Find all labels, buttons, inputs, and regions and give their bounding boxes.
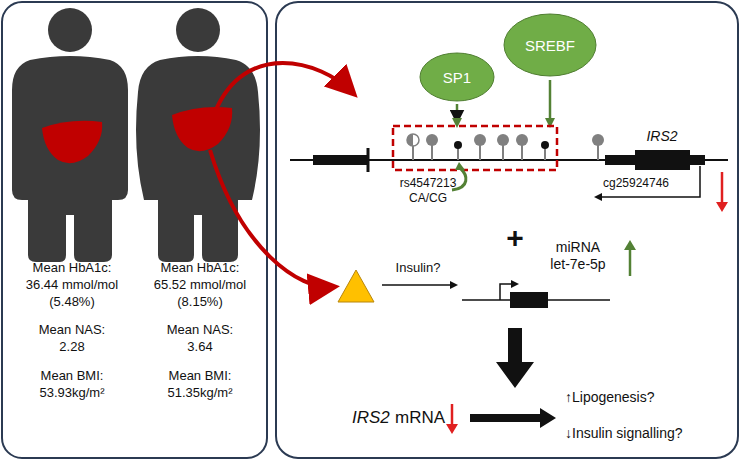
left-panel <box>2 2 267 458</box>
cpg-site <box>497 134 509 146</box>
decrease-arrow <box>721 172 724 204</box>
mirna-exon <box>510 292 548 308</box>
cpg-sites <box>413 143 598 160</box>
exon-end <box>367 148 370 172</box>
result-arrow <box>496 328 534 388</box>
cpg-site <box>516 134 528 146</box>
stat-text: Mean NAS: <box>167 323 233 338</box>
dmr-box <box>393 126 557 170</box>
arrow-head <box>716 202 728 212</box>
cpg-site <box>426 134 438 146</box>
arrow-head <box>446 424 458 434</box>
right-panel <box>276 2 738 458</box>
transcription-factor: SREBF <box>503 13 597 77</box>
stat-text: Mean HbA1c: <box>33 261 112 276</box>
increase-arrow <box>629 248 632 276</box>
stat-text: Mean NAS: <box>39 323 105 338</box>
arrow-head <box>594 193 602 201</box>
stat-text: 2.28 <box>59 340 84 355</box>
stat-text: Mean HbA1c: <box>161 261 240 276</box>
mirna-label: miRNA <box>556 239 600 255</box>
outcome-label: ↑Lipogenesis? <box>565 389 655 405</box>
cpg-site <box>541 141 549 149</box>
arrow-head <box>624 240 636 250</box>
transcript-label: mRNA <box>395 408 445 428</box>
plus-sign: + <box>506 221 524 256</box>
stat-text: Mean BMI: <box>41 369 104 384</box>
irs2-exon <box>635 150 690 170</box>
gene-label: IRS2 <box>646 128 677 144</box>
liver <box>42 121 102 163</box>
cpg-site <box>407 134 419 146</box>
cpg-site <box>474 134 486 146</box>
transcription-factor: SP1 <box>419 52 495 102</box>
decrease-arrow <box>451 404 454 426</box>
promoter-arrow <box>500 284 512 300</box>
outcome-arrow <box>470 408 556 428</box>
gene-label: IRS2 <box>352 408 390 428</box>
stat-text: 65.52 mmol/mol <box>154 278 246 293</box>
binding-arrow <box>549 80 552 120</box>
stat-text: 3.64 <box>187 340 212 355</box>
stat-text: 51.35kg/m² <box>167 386 232 401</box>
factor-name: SP1 <box>419 69 495 86</box>
arrow-head <box>511 280 519 288</box>
stat-text: 53.93kg/m² <box>39 386 104 401</box>
arrow-head <box>455 162 465 170</box>
outcome-label: ↓Insulin signalling? <box>565 425 683 441</box>
stat-text: (8.15%) <box>177 295 223 310</box>
cpg-site <box>407 134 413 146</box>
allele-label: CA/CG <box>409 192 447 206</box>
insulin-triangle <box>338 270 374 302</box>
person-silhouette <box>12 8 128 262</box>
liver-arrow <box>215 63 352 112</box>
insulin-label: Insulin? <box>396 261 441 276</box>
transcription-arrow <box>600 166 700 197</box>
factor-name: SREBF <box>503 37 597 54</box>
insulin-arrow <box>382 284 452 286</box>
mirna-label: let-7e-5p <box>550 256 605 272</box>
exon <box>313 155 368 165</box>
cpg-label: cg25924746 <box>603 177 669 191</box>
stat-text: (5.48%) <box>49 295 95 310</box>
arrow-head <box>450 281 458 289</box>
stat-text: 36.44 mmol/mol <box>26 278 118 293</box>
cpg-site <box>592 134 604 146</box>
cpg-site <box>454 141 462 149</box>
liver <box>172 107 232 151</box>
stat-text: Mean BMI: <box>169 369 232 384</box>
snp-label: rs4547213 <box>400 177 457 191</box>
